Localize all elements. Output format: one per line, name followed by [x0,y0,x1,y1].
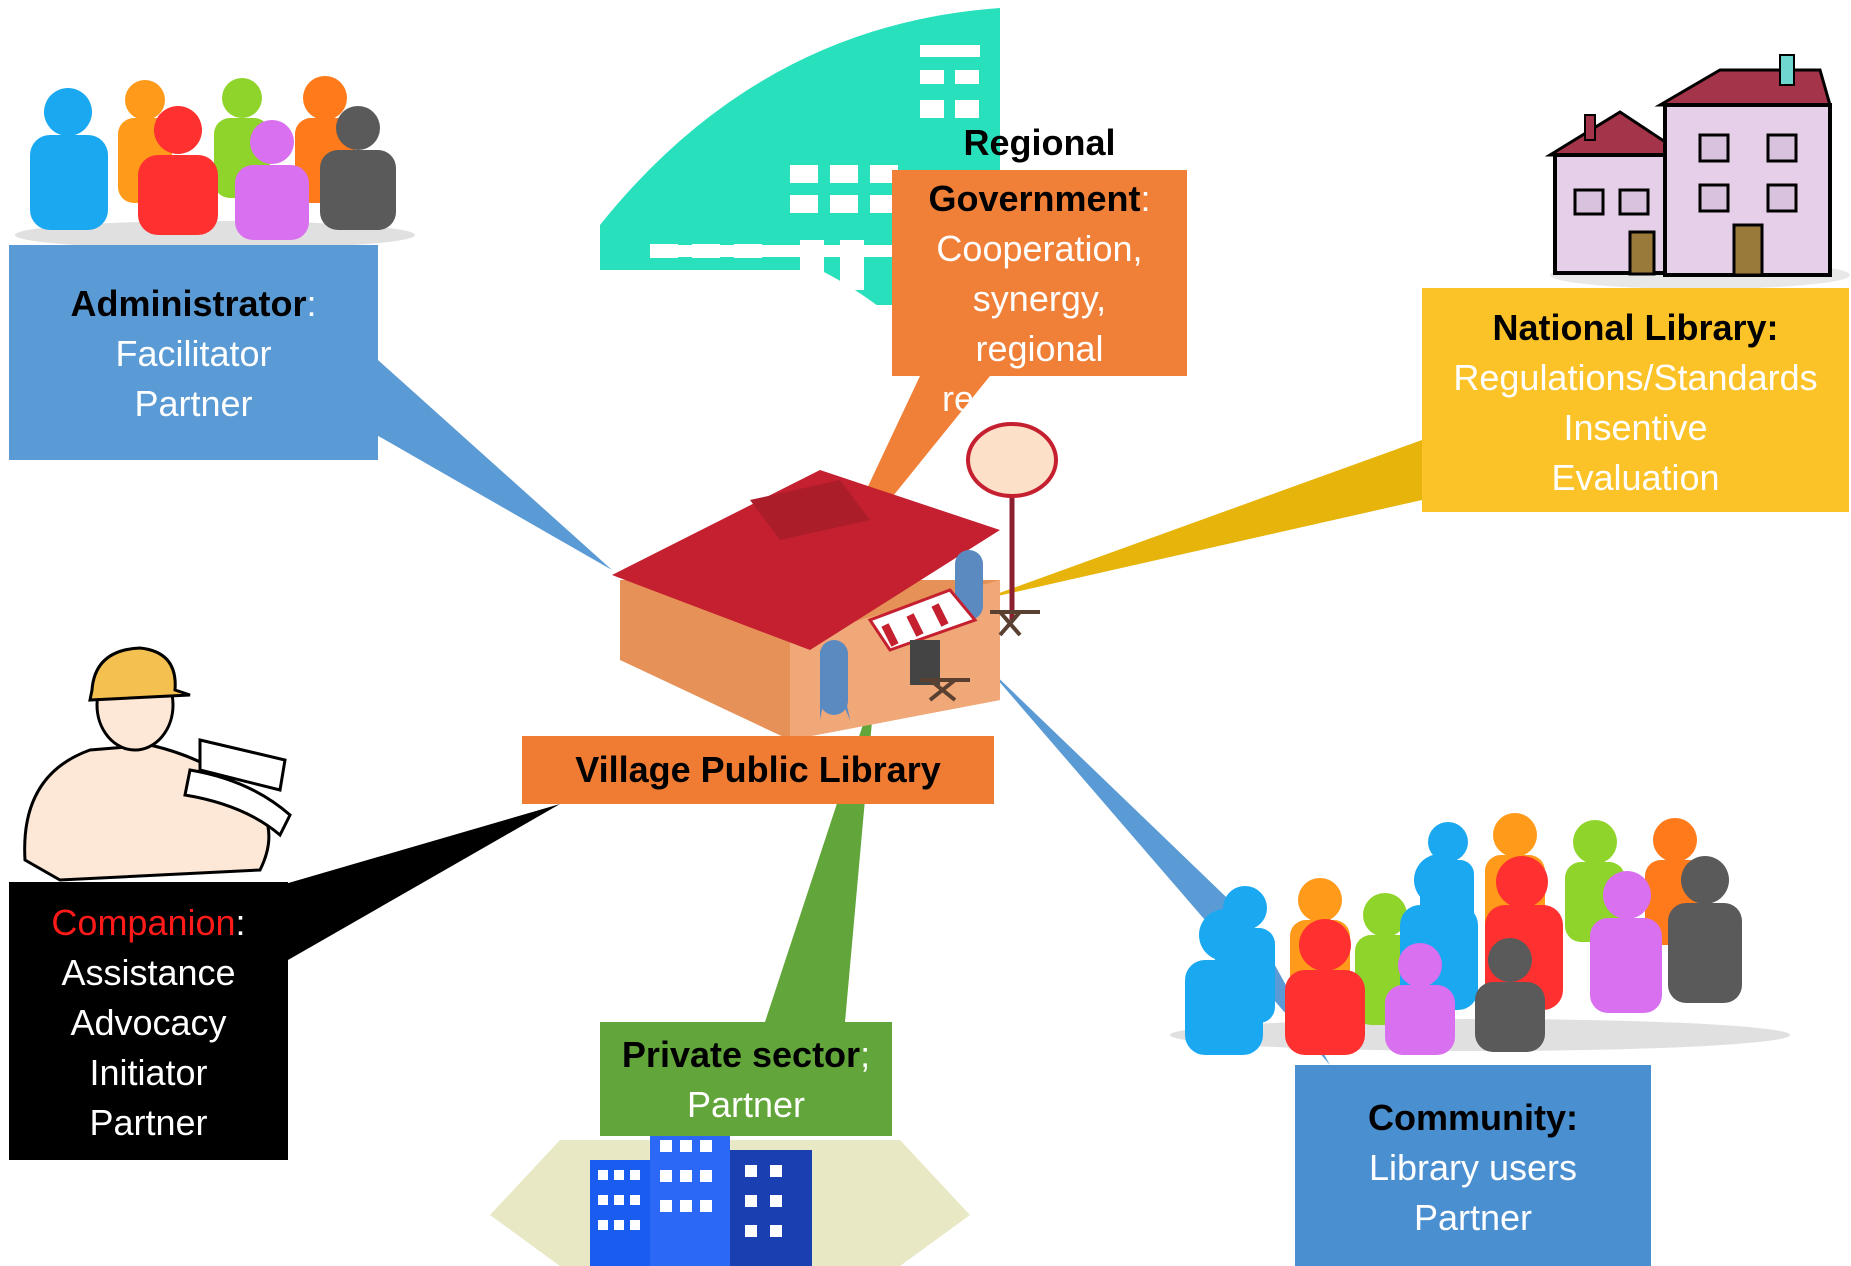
administrator-line: Partner [134,383,253,424]
skyscraper-icon [490,1130,970,1266]
community-pointer [985,665,1330,1065]
private-sector-colon: ; [860,1034,871,1075]
national-library-line: Evaluation [1551,457,1720,498]
community-title: Community: [1368,1097,1578,1138]
administrator-line: Facilitator [115,333,272,374]
private-sector-line: Partner [686,1084,806,1125]
companion-title: Companion [51,902,236,943]
companion-pointer [230,804,560,960]
regional-government-heading: Regional [963,122,1116,163]
private-sector-title: Private sector [621,1034,861,1075]
village-public-library-title: Village Public Library [575,749,941,790]
companion-line: Assistance [61,952,236,993]
national-library-line: Regulations/Standards [1453,357,1818,398]
private-sector-box: Private sector; Partner [600,1022,892,1136]
engineer-woman-icon [23,646,292,882]
companion-line: Advocacy [70,1002,227,1043]
national-library-box: National Library: Regulations/Standards … [1422,288,1849,512]
regional-government-line: synergy, [972,278,1107,319]
regional-government-box: Government: Cooperation, synergy, region… [892,170,1187,419]
national-pointer [980,440,1422,600]
regional-government-line: regional [975,328,1104,369]
village-public-library-box: Village Public Library [522,736,994,804]
national-library-title: National Library: [1492,307,1779,348]
regional-government-line: Cooperation, [936,228,1143,269]
administrator-box: Administrator: Facilitator Partner [9,245,378,460]
national-library-line: Insentive [1563,407,1708,448]
regional-government-title: Government [928,178,1141,219]
companion-colon: : [235,902,246,943]
community-line: Library users [1368,1147,1578,1188]
library-house-icon [1544,54,1850,289]
community-box: Community: Library users Partner [1295,1065,1651,1266]
companion-line: Initiator [89,1052,208,1093]
regional-government-colon: : [1140,178,1151,219]
companion-line: Partner [89,1102,208,1143]
community-line: Partner [1413,1197,1533,1238]
administrator-colon: : [306,283,317,324]
administrator-title: Administrator [70,283,307,324]
village-library-building-icon [612,422,1058,740]
companion-box: Companion: Assistance Advocacy Initiator… [9,882,288,1160]
regional-government-line: reg [942,378,995,419]
people-group-icon [15,76,415,249]
people-group-icon [1170,813,1790,1055]
